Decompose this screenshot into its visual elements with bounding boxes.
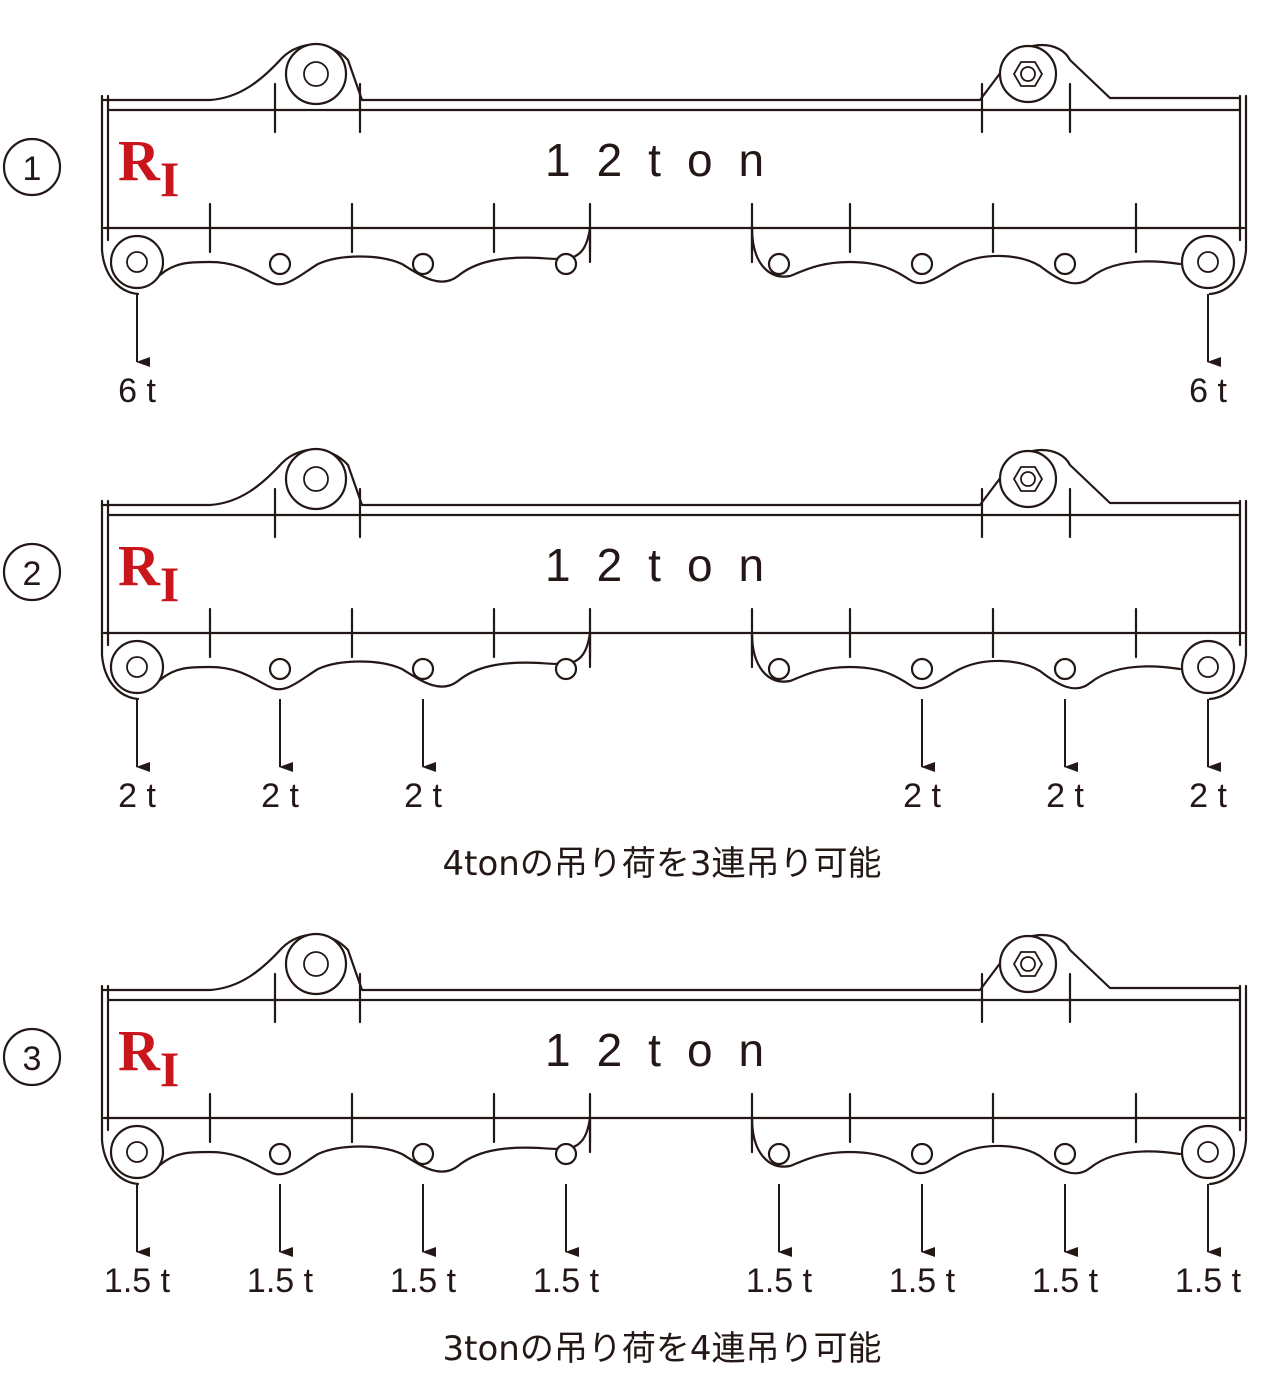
hanging-hole <box>554 1142 578 1166</box>
load-label: 1.5 t <box>104 1262 171 1300</box>
row-number-circle <box>2 542 62 602</box>
load-label: 2 t <box>118 777 156 815</box>
hanging-hole <box>767 1142 791 1166</box>
end-lug-eye <box>109 1124 165 1180</box>
shackle-eye <box>998 44 1058 104</box>
hanging-hole <box>1053 657 1077 681</box>
ri-logo: RI <box>118 533 179 612</box>
hanging-hole <box>411 252 435 276</box>
load-label: 2 t <box>261 777 299 815</box>
left-lower-plate <box>158 1116 592 1176</box>
right-end-plate <box>1208 984 1248 1186</box>
left-lug-eye <box>284 932 348 996</box>
capacity-label: 12ton <box>545 539 790 591</box>
hanging-hole <box>268 657 292 681</box>
end-lug-pin <box>126 1141 148 1163</box>
hanging-hole <box>767 252 791 276</box>
hanging-hole <box>910 657 934 681</box>
left-end-plate <box>100 984 140 1186</box>
shackle-nut <box>1012 951 1044 977</box>
shackle-bolt <box>1020 956 1036 972</box>
hanging-hole <box>767 657 791 681</box>
hanging-hole <box>1053 1142 1077 1166</box>
left-lug-pin <box>303 61 329 87</box>
left-lug-eye <box>284 447 348 511</box>
right-end-plate <box>1208 94 1248 296</box>
row-note: 4tonの吊り荷を3連吊り可能 <box>443 844 882 884</box>
load-label: 2 t <box>1189 777 1227 815</box>
beam-row: 1 RI 12ton 6 t 6 t <box>2 6 1248 410</box>
right-lower-plate <box>750 1116 1182 1175</box>
left-lower-plate <box>158 226 592 286</box>
hanging-hole <box>910 252 934 276</box>
load-label: 1.5 t <box>533 1262 600 1300</box>
shackle-nut <box>1012 61 1044 87</box>
end-lug-eye <box>1180 1124 1236 1180</box>
hanging-hole <box>411 657 435 681</box>
shackle-bolt <box>1020 66 1036 82</box>
end-lug-pin <box>126 656 148 678</box>
end-lug-pin <box>1197 1141 1219 1163</box>
left-end-plate <box>100 94 140 296</box>
row-number: 1 <box>23 150 42 188</box>
right-lower-plate <box>750 631 1182 690</box>
right-end-plate <box>1208 499 1248 701</box>
row-number-circle <box>2 137 62 197</box>
end-lug-pin <box>1197 251 1219 273</box>
load-label: 1.5 t <box>247 1262 314 1300</box>
load-label: 2 t <box>1046 777 1084 815</box>
left-lug-pin <box>303 951 329 977</box>
load-label: 1.5 t <box>1032 1262 1099 1300</box>
right-lower-plate <box>750 226 1182 285</box>
end-lug-eye <box>1180 639 1236 695</box>
end-lug-eye <box>109 639 165 695</box>
end-lug-pin <box>1197 656 1219 678</box>
shackle-nut <box>1012 466 1044 492</box>
load-label: 1.5 t <box>1175 1262 1242 1300</box>
hanging-hole <box>554 252 578 276</box>
load-label: 2 t <box>404 777 442 815</box>
shackle-bolt <box>1020 471 1036 487</box>
hanging-hole <box>268 1142 292 1166</box>
beam-row: 3 RI 12ton 1.5 t 1.5 t 1.5 t 1.5 t 1.5 t 1.5 t 1.… <box>2 896 1248 1369</box>
left-lower-plate <box>158 631 592 691</box>
hanging-hole <box>910 1142 934 1166</box>
shackle-eye <box>998 449 1058 509</box>
capacity-label: 12ton <box>545 134 790 186</box>
left-lug-eye <box>284 42 348 106</box>
end-lug-eye <box>1180 234 1236 290</box>
row-number: 2 <box>23 555 42 593</box>
left-lug-pin <box>303 466 329 492</box>
capacity-label: 12ton <box>545 1024 790 1076</box>
hanging-hole <box>268 252 292 276</box>
load-label: 1.5 t <box>390 1262 457 1300</box>
row-note: 3tonの吊り荷を4連吊り可能 <box>443 1329 882 1369</box>
hanging-hole <box>1053 252 1077 276</box>
load-label: 1.5 t <box>889 1262 956 1300</box>
end-lug-pin <box>126 251 148 273</box>
row-number: 3 <box>23 1040 42 1078</box>
end-lug-eye <box>109 234 165 290</box>
load-label: 1.5 t <box>746 1262 813 1300</box>
hanging-hole <box>411 1142 435 1166</box>
ri-logo: RI <box>118 128 179 207</box>
load-label: 2 t <box>903 777 941 815</box>
hanging-hole <box>554 657 578 681</box>
load-label: 6 t <box>118 372 156 410</box>
load-label: 6 t <box>1189 372 1227 410</box>
ri-logo: RI <box>118 1018 179 1097</box>
row-number-circle <box>2 1027 62 1087</box>
shackle-eye <box>998 934 1058 994</box>
left-end-plate <box>100 499 140 701</box>
